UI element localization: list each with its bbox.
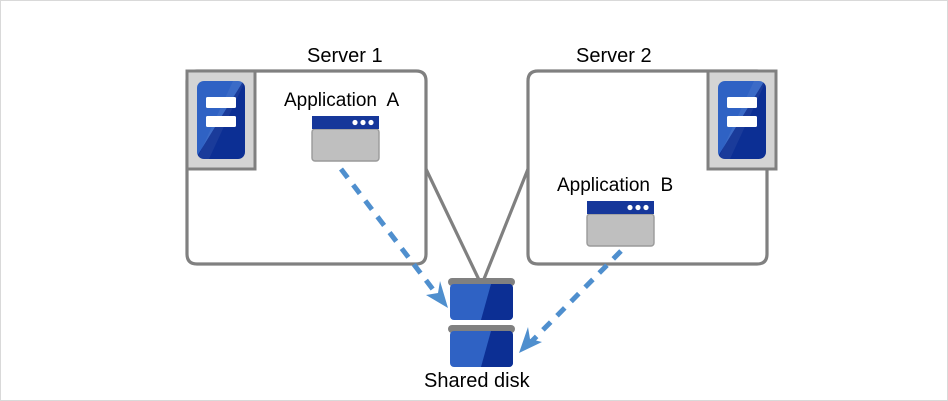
arrow-app-b-to-disk <box>519 249 623 353</box>
application-a-label: Application A <box>284 90 400 111</box>
application-b-label: Application B <box>557 175 674 196</box>
server-icon-bar-1 <box>206 97 236 108</box>
connector-server1-disk <box>424 168 483 285</box>
server-2-label: Server 2 <box>576 45 652 67</box>
server-icon-bar-1 <box>727 97 757 108</box>
server-icon-bar-2 <box>727 116 757 127</box>
server-1-icon-group <box>185 69 257 171</box>
application-a-window-icon[interactable] <box>311 116 380 162</box>
shared-disk-label: Shared disk <box>424 370 530 392</box>
arrow-app-a-to-disk <box>339 167 448 308</box>
server-icon-bar-2 <box>206 116 236 127</box>
server-2-icon-group <box>706 69 778 171</box>
shared-disk-icon[interactable] <box>448 278 515 367</box>
connector-lines <box>424 168 530 285</box>
connector-server2-disk <box>480 168 530 285</box>
application-b-window-icon[interactable] <box>586 201 655 247</box>
server-1-label: Server 1 <box>307 45 383 67</box>
